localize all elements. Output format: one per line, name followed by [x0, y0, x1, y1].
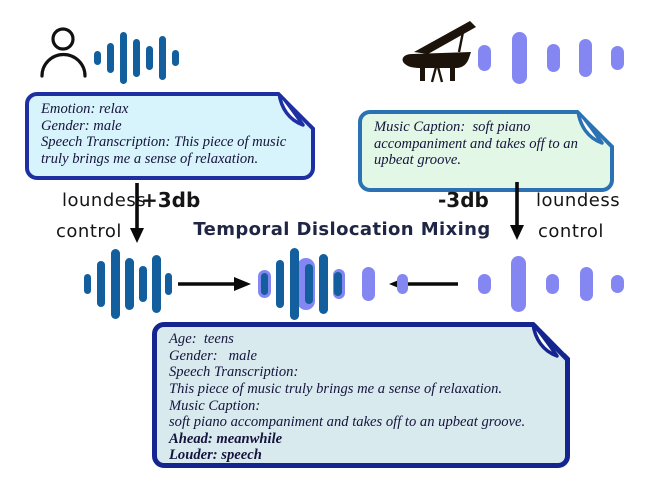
- note-line: soft piano accompaniment and takes off t…: [169, 414, 526, 431]
- waveform-bar: [94, 51, 101, 65]
- waveform-bar: [478, 274, 491, 294]
- waveform-bar: [107, 43, 114, 73]
- waveform-bar: [172, 50, 179, 66]
- waveform-bar: [611, 275, 624, 293]
- music-note-card: Music Caption: soft piano accompaniment …: [358, 110, 614, 192]
- output-note-text: Age: teens Gender: male Speech Transcrip…: [157, 327, 565, 468]
- attenuated-music-waveform: [478, 253, 626, 315]
- mixed-waveform: [250, 244, 412, 324]
- waveform-bar: [146, 46, 153, 70]
- gain-label-plus3db: +3db: [141, 188, 201, 212]
- waveform-bar: [305, 264, 313, 304]
- note-line: Speech Transcription: This piece of musi…: [41, 134, 290, 167]
- waveform-bar: [133, 39, 140, 77]
- output-note-card: Age: teens Gender: male Speech Transcrip…: [152, 322, 570, 468]
- down-arrow-icon: [130, 183, 144, 243]
- waveform-bar: [165, 273, 172, 295]
- waveform-bar: [159, 36, 166, 80]
- waveform-bar: [139, 266, 147, 302]
- waveform-bar: [111, 249, 120, 319]
- down-arrow-icon: [510, 182, 524, 240]
- note-line: Music Caption: soft piano accompaniment …: [374, 119, 582, 169]
- music-note-text: Music Caption: soft piano accompaniment …: [362, 114, 610, 173]
- speech-note-text: Emotion: relax Gender: male Speech Trans…: [29, 96, 311, 172]
- loudness-label-right-line2: control: [538, 221, 604, 242]
- note-line: Gender: male: [169, 347, 257, 364]
- speech-note-card: Emotion: relax Gender: male Speech Trans…: [25, 92, 315, 180]
- waveform-bar: [84, 274, 91, 294]
- waveform-bar: [511, 256, 526, 312]
- waveform-bar: [478, 45, 491, 71]
- waveform-bar: [546, 274, 559, 294]
- note-line: Gender: male: [41, 117, 122, 134]
- loudness-label-left-line1: loundess: [62, 190, 147, 211]
- right-arrow-icon: [178, 277, 251, 291]
- note-line: Speech Transcription:: [169, 364, 299, 381]
- waveform-bar: [97, 261, 105, 307]
- note-line: Music Caption:: [169, 397, 261, 414]
- loudness-label-left-line2: control: [56, 221, 122, 242]
- note-line: Louder: speech: [169, 447, 262, 464]
- note-line: Ahead: meanwhile: [169, 430, 283, 447]
- waveform-bar: [276, 260, 284, 308]
- waveform-bar: [334, 272, 342, 296]
- person-icon: [40, 27, 87, 78]
- waveform-bar: [580, 267, 593, 301]
- waveform-bar: [547, 44, 560, 72]
- waveform-bar: [290, 248, 299, 320]
- note-line: This piece of music truly brings me a se…: [169, 380, 503, 397]
- boosted-speech-waveform: [84, 244, 172, 324]
- waveform-bar: [125, 258, 134, 310]
- music-waveform: [478, 26, 624, 90]
- waveform-bar: [611, 46, 624, 70]
- waveform-bar: [362, 267, 375, 301]
- waveform-bar: [261, 273, 268, 295]
- loudness-label-right-line1: loundess: [536, 190, 621, 211]
- note-line: Age: teens: [169, 331, 234, 347]
- piano-icon: [402, 21, 476, 83]
- waveform-bar: [579, 39, 592, 77]
- waveform-bar: [120, 32, 127, 84]
- speech-waveform: [94, 27, 182, 89]
- diagram-title: Temporal Dislocation Mixing: [193, 219, 491, 240]
- note-line: Emotion: relax: [41, 101, 129, 117]
- gain-label-minus3db: -3db: [438, 188, 489, 212]
- waveform-bar: [319, 254, 328, 314]
- waveform-bar: [397, 274, 408, 294]
- waveform-bar: [152, 255, 161, 313]
- waveform-bar: [512, 32, 527, 84]
